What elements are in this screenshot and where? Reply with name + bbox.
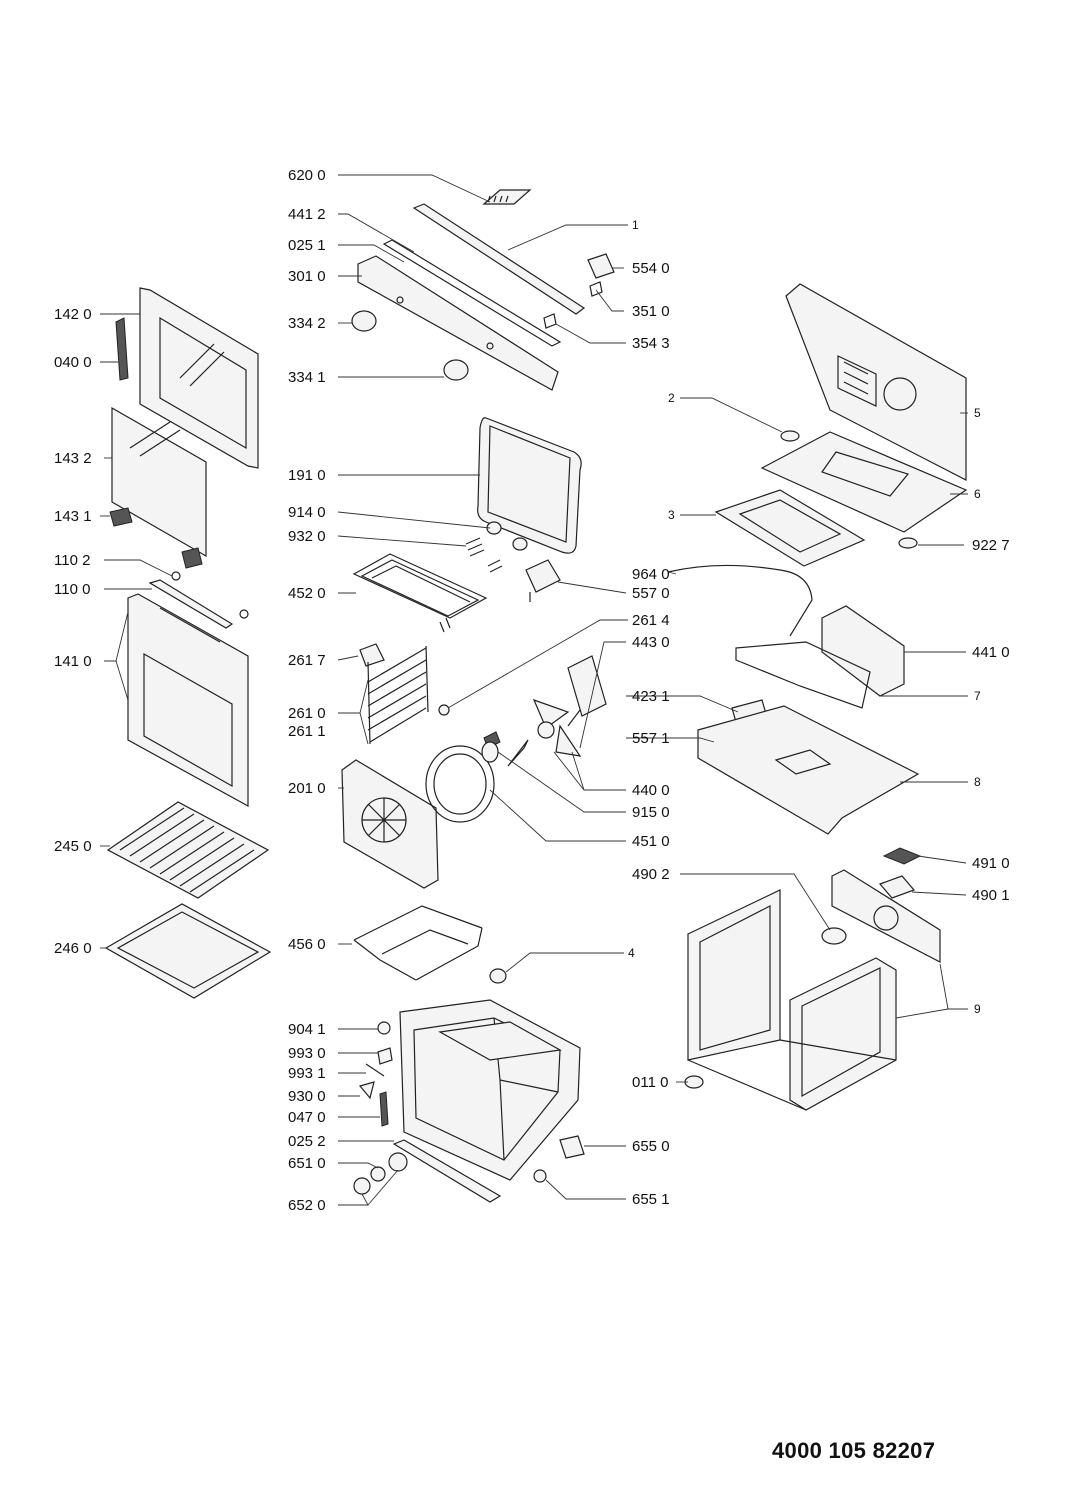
part-label-2010: 201 0 bbox=[288, 780, 326, 797]
part-label-4412: 441 2 bbox=[288, 206, 326, 223]
part-label-0252: 025 2 bbox=[288, 1133, 326, 1150]
part-label-5571: 557 1 bbox=[632, 730, 670, 747]
part-label-6: 6 bbox=[974, 487, 981, 501]
part-label-6550: 655 0 bbox=[632, 1138, 670, 1155]
part-label-3543: 354 3 bbox=[632, 335, 670, 352]
part-label-4560: 456 0 bbox=[288, 936, 326, 953]
part-label-9041: 904 1 bbox=[288, 1021, 326, 1038]
part-label-4902: 490 2 bbox=[632, 866, 670, 883]
part-label-6520: 652 0 bbox=[288, 1197, 326, 1214]
part-label-1432: 143 2 bbox=[54, 450, 92, 467]
part-label-3341: 334 1 bbox=[288, 369, 326, 386]
part-label-6551: 655 1 bbox=[632, 1191, 670, 1208]
part-label-9227: 922 7 bbox=[972, 537, 1010, 554]
cavity-fittings-assembly bbox=[341, 417, 607, 1203]
part-label-2: 2 bbox=[668, 391, 675, 405]
part-label-9320: 932 0 bbox=[288, 528, 326, 545]
part-label-0470: 047 0 bbox=[288, 1109, 326, 1126]
part-label-6510: 651 0 bbox=[288, 1155, 326, 1172]
leader-lines bbox=[100, 174, 968, 1206]
part-label-3: 3 bbox=[668, 508, 675, 522]
part-label-4910: 491 0 bbox=[972, 855, 1010, 872]
part-label-4901: 490 1 bbox=[972, 887, 1010, 904]
part-label-4231: 423 1 bbox=[632, 688, 670, 705]
part-label-1431: 143 1 bbox=[54, 508, 92, 525]
part-label-9: 9 bbox=[974, 1002, 981, 1016]
part-label-7: 7 bbox=[974, 689, 981, 703]
part-label-2617: 261 7 bbox=[288, 652, 326, 669]
part-label-5570: 557 0 bbox=[632, 585, 670, 602]
control-panel-assembly bbox=[351, 189, 615, 391]
part-label-9640: 964 0 bbox=[632, 566, 670, 583]
part-label-3010: 301 0 bbox=[288, 268, 326, 285]
part-label-1102: 110 2 bbox=[54, 552, 91, 569]
part-label-4430: 443 0 bbox=[632, 634, 670, 651]
part-label-9300: 930 0 bbox=[288, 1088, 326, 1105]
part-label-6200: 620 0 bbox=[288, 167, 326, 184]
part-label-2610: 261 0 bbox=[288, 705, 326, 722]
part-label-1420: 142 0 bbox=[54, 306, 92, 323]
door-assembly bbox=[104, 287, 272, 999]
part-label-5540: 554 0 bbox=[632, 260, 670, 277]
part-label-1100: 110 0 bbox=[54, 581, 91, 598]
part-label-3510: 351 0 bbox=[632, 303, 670, 320]
part-label-4400: 440 0 bbox=[632, 782, 670, 799]
part-label-4510: 451 0 bbox=[632, 833, 670, 850]
part-label-1410: 141 0 bbox=[54, 653, 92, 670]
document-number: 4000 105 82207 bbox=[772, 1438, 936, 1463]
part-label-9150: 915 0 bbox=[632, 804, 670, 821]
part-label-2450: 245 0 bbox=[54, 838, 92, 855]
part-label-8: 8 bbox=[974, 775, 981, 789]
part-label-9140: 914 0 bbox=[288, 504, 326, 521]
part-label-9930: 993 0 bbox=[288, 1045, 326, 1062]
part-label-2611: 261 1 bbox=[288, 723, 326, 740]
part-label-0251: 025 1 bbox=[288, 237, 326, 254]
part-label-1910: 191 0 bbox=[288, 467, 326, 484]
part-label-4410: 441 0 bbox=[972, 644, 1010, 661]
part-label-0110: 011 0 bbox=[632, 1074, 669, 1091]
outer-housing-assembly bbox=[667, 283, 968, 1111]
part-label-1: 1 bbox=[632, 218, 639, 232]
part-label-2460: 246 0 bbox=[54, 940, 92, 957]
part-label-5: 5 bbox=[974, 406, 981, 420]
part-label-9931: 993 1 bbox=[288, 1065, 326, 1082]
part-label-0400: 040 0 bbox=[54, 354, 92, 371]
part-label-4520: 452 0 bbox=[288, 585, 326, 602]
part-label-2614: 261 4 bbox=[632, 612, 670, 629]
part-label-4: 4 bbox=[628, 946, 635, 960]
part-label-3342: 334 2 bbox=[288, 315, 326, 332]
